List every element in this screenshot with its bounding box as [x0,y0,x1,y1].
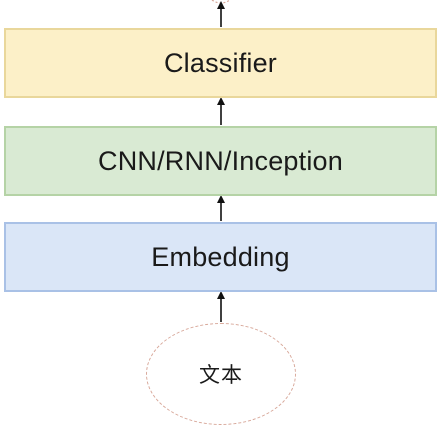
classifier-layer: Classifier [4,28,437,98]
text-input-node: 文本 [146,323,296,425]
classifier-label: Classifier [163,47,278,78]
text-input-label: 文本 [199,363,243,387]
embedding-label: Embedding [151,241,290,272]
cnn-rnn-inception-layer: CNN/RNN/Inception [4,126,437,196]
cnn-layer-label: CNN/RNN/Inception [98,145,343,176]
embedding-layer: Embedding [4,222,437,292]
output-node-edge [211,0,231,4]
